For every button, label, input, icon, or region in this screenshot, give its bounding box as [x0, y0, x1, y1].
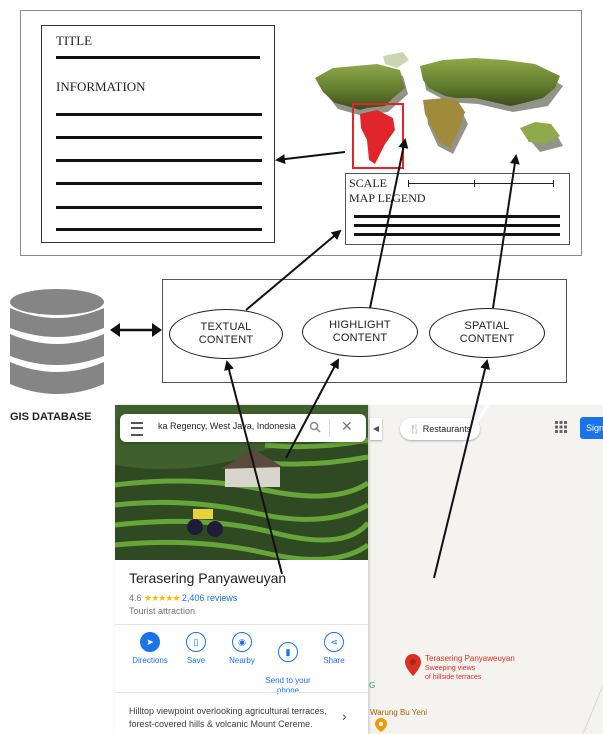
search-icon[interactable]: [309, 421, 321, 433]
place-pin-icon[interactable]: [405, 654, 421, 676]
info-line-5: [56, 206, 262, 209]
search-box[interactable]: [120, 414, 366, 442]
share-button[interactable]: ⋖ Share: [304, 632, 364, 666]
database-label: GIS DATABASE: [10, 411, 92, 423]
textual-content-ellipse: TEXTUAL CONTENT: [169, 309, 283, 359]
chevron-right-icon[interactable]: ›: [342, 708, 347, 724]
information-label: INFORMATION: [56, 79, 146, 94]
place-description[interactable]: Hilltop viewpoint overlooking agricultur…: [129, 706, 327, 729]
close-icon[interactable]: ✕: [341, 418, 353, 434]
send-to-phone-button[interactable]: ▮ Send to your phone: [258, 632, 318, 696]
world-map-image: [315, 52, 563, 169]
legend-line-1: [354, 215, 560, 218]
phone-icon: ▮: [278, 642, 298, 662]
directions-button[interactable]: ➤ Directions: [120, 632, 180, 666]
info-line-1: [56, 113, 262, 116]
search-divider: [329, 419, 330, 437]
place-category[interactable]: Tourist attraction: [129, 606, 196, 616]
scale-label: SCALE: [349, 176, 388, 190]
info-line-3: [56, 159, 262, 162]
scale-bar: [408, 180, 554, 187]
food-pin-icon[interactable]: [375, 718, 387, 732]
map-background: [368, 405, 603, 734]
database-icon: [10, 289, 104, 394]
rating-row: 4.6 ★★★★★ 2,406 reviews: [129, 593, 237, 604]
save-button[interactable]: ▯ Save: [166, 632, 226, 666]
bookmark-icon: ▯: [186, 632, 206, 652]
double-arrow: [110, 323, 162, 337]
info-line-4: [56, 182, 262, 185]
menu-icon[interactable]: [131, 422, 143, 436]
info-line-2: [56, 136, 262, 139]
pin-title[interactable]: Terasering Panyaweuyan: [425, 654, 515, 663]
map-legend-label: MAP LEGEND: [349, 191, 426, 205]
highlight-content-ellipse: HIGHLIGHT CONTENT: [302, 307, 418, 357]
divider-2: [115, 692, 368, 693]
divider: [115, 624, 368, 625]
restaurants-chip[interactable]: 🍴 Restaurants: [400, 418, 480, 440]
info-sheet: TITLE INFORMATION: [41, 25, 275, 243]
title-label: TITLE: [56, 33, 93, 48]
nearby-button[interactable]: ◉ Nearby: [212, 632, 272, 666]
place-title: Terasering Panyaweuyan: [129, 570, 287, 586]
share-icon: ⋖: [324, 632, 344, 652]
title-rule: [56, 56, 260, 59]
nearby-icon: ◉: [232, 632, 252, 652]
pin-subtitle: Sweeping views of hillside terraces: [425, 665, 482, 681]
reviews-link[interactable]: 2,406 reviews: [181, 593, 238, 603]
restaurants-label: Restaurants: [422, 424, 472, 434]
collapse-panel-button[interactable]: ◀: [370, 418, 382, 440]
spatial-content-ellipse: SPATIAL CONTENT: [429, 308, 545, 358]
directions-icon: ➤: [140, 632, 160, 652]
info-line-6: [56, 228, 262, 231]
legend-line-2: [354, 224, 560, 227]
place2-label[interactable]: Warung Bu Yeni: [370, 708, 428, 717]
map-letter: G: [369, 681, 376, 690]
sign-in-button[interactable]: Sign: [580, 417, 603, 439]
legend-line-3: [354, 233, 560, 236]
apps-grid-icon[interactable]: [555, 421, 567, 433]
search-input[interactable]: ka Regency, West Java, Indonesia: [158, 421, 296, 431]
rating-value: 4.6: [129, 593, 142, 603]
rating-stars: ★★★★★: [144, 593, 180, 603]
legend-box: SCALE MAP LEGEND: [345, 173, 570, 245]
fork-knife-icon: 🍴: [409, 424, 421, 434]
